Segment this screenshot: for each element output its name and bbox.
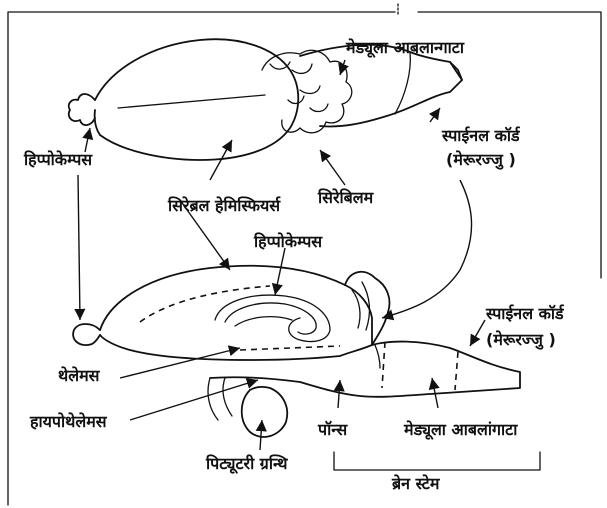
hippocampus-curl [215,295,330,341]
label-cerebral-hemispheres: सिरेब्रल हेमिस्फियर्स [168,196,280,216]
label-spinal-cord-bottom: स्पाईनल कॉर्ड [486,304,564,324]
brain-stem-bracket [334,452,540,470]
pituitary [242,387,287,437]
label-brain-stem: ब्रेन स्टेम [392,474,439,494]
label-cerebellum: सिरेबिलम [318,188,373,208]
top-cerebrum-midline [118,95,265,108]
label-hippocampus-mid: हिप्पोकेम्पस [254,232,322,252]
bottom-cerebellum [345,272,389,345]
top-olfactory-bulb [69,94,95,125]
label-medulla-top: मेड्यूला आबलान्गाटा [346,38,464,58]
bottom-olfactory-bulb [73,324,100,345]
label-thalamus: थेलेमस [58,366,99,386]
label-hypothalamus: हायपोथेलेमस [30,412,107,432]
label-spinal-cord-top: स्पाईनल कॉर्ड [442,126,520,146]
label-pituitary: पिट्यूटरी ग्रन्थि [206,454,287,474]
label-medulla-bottom: मेड्यूला आबलांगाटा [404,420,517,440]
label-spinal-cord-top-alt: (मेरूरज्जु ) [446,150,516,170]
pituitary-stalk [208,378,232,420]
label-spinal-cord-bottom-alt: (मेरूरज्जु ) [486,330,556,350]
top-cerebellum-folds [262,50,352,133]
hippocampus-inner [235,317,292,326]
top-cerebrum-outline [95,39,299,160]
label-hippocampus-left: हिप्पोकेम्पस [24,150,92,170]
label-pons: पॉन्स [318,420,347,440]
